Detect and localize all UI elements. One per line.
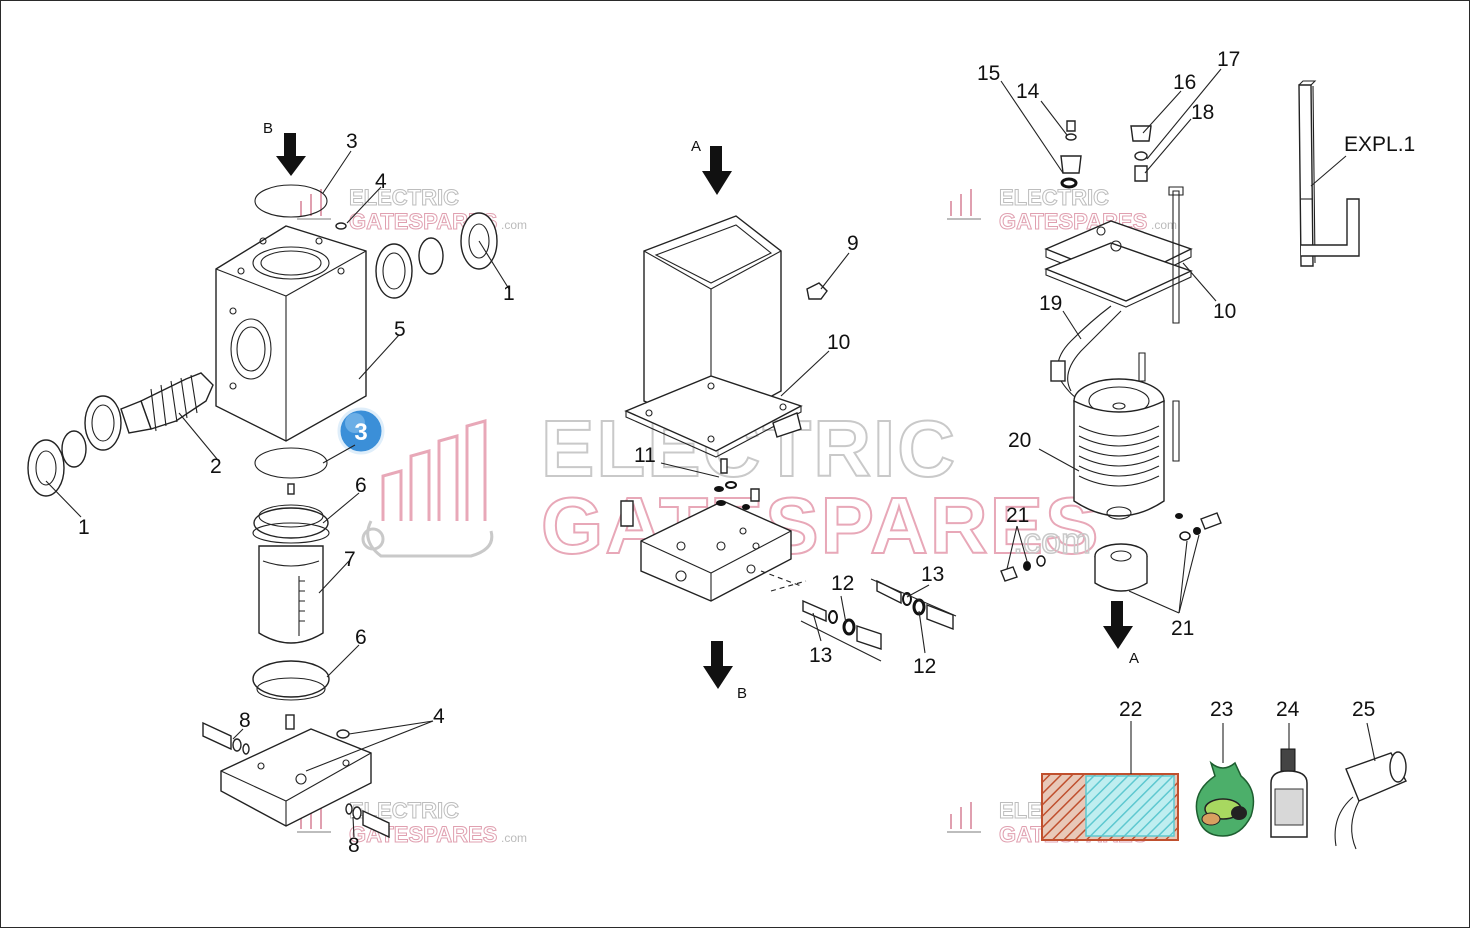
plug-left [202,721,250,755]
callout-17: 17 [1217,48,1240,71]
arrow-b-bottom: B [703,641,747,702]
callout-1: 1 [78,516,90,539]
callout-13: 13 [809,644,832,667]
callout-10: 10 [827,331,850,354]
electric-motor [1073,378,1165,520]
callout-4: 4 [433,705,445,728]
callout-7: 7 [344,548,356,571]
callout-21: 21 [1006,504,1029,527]
watermark-small-line1: ELECTRIC [999,185,1109,210]
watermark-small-top-right: ELECTRIC GATESPARES .com [947,185,1177,235]
filler-plug-right [1130,125,1152,182]
motor-cable [1050,305,1122,402]
callout-3: 3 [346,130,358,153]
callout-9: 9 [847,232,859,255]
small-washer [335,222,347,230]
svg-text:A: A [1129,650,1139,667]
spares-bag [1195,723,1255,837]
capacitor [1334,722,1407,850]
tank-housing [624,215,803,458]
callout-13: 13 [921,563,944,586]
callout-8: 8 [239,709,251,732]
callout-22: 22 [1119,698,1142,721]
manifold-block [640,500,807,602]
watermark-small-line1: ELECTRIC [349,185,459,210]
extraction-tool: EXPL.1 [1298,80,1415,267]
callout-12: 12 [831,572,854,595]
watermark-logo-icon [361,419,494,558]
callout-16: 16 [1173,71,1196,94]
watermark-small-suffix: .com [501,831,527,845]
gasket-clip [772,412,802,438]
leader-lines-left [45,150,510,838]
o-ring-top [254,184,328,218]
arrow-b-top: B [263,120,306,176]
bearing-left [84,395,122,451]
watermark-small-bottom-left: ELECTRIC GATESPARES .com [297,798,527,848]
circlip-left [61,430,87,468]
callout-15: 15 [977,62,1000,85]
callout-20: 20 [1008,429,1031,452]
leader-lines-middle [660,252,930,654]
filler-plug-left [1060,120,1082,189]
arrow-a-bottom: A [1103,601,1139,667]
callout-5: 5 [394,318,406,341]
arrow-a-top: A [691,138,732,195]
svg-text:B: B [737,685,747,702]
o-ring-lower [254,447,328,479]
callout-19: 19 [1039,292,1062,315]
callout-1: 1 [503,282,515,305]
gearbox-block [215,225,367,442]
callout-6: 6 [355,626,367,649]
pinion-shaft [120,372,214,434]
oil-reservoir [252,483,330,701]
callout-14: 14 [1016,80,1040,103]
callout-4: 4 [375,170,387,193]
watermark-small-suffix: .com [1151,218,1177,232]
leader-lines-right [1000,68,1222,614]
seal-kit-box [1041,721,1179,841]
callout-12: 12 [913,655,936,678]
motor-bolts [1138,186,1184,462]
callout-23: 23 [1210,698,1233,721]
circlip-right [418,237,444,275]
coupling [1000,512,1222,592]
plug-right [345,803,390,839]
oil-bottle [1270,723,1308,838]
svg-text:B: B [263,120,273,137]
callout-numbers: 3 4 1 5 2 1 6 7 6 8 4 8 9 10 11 12 13 13… [78,48,1375,857]
callout-25: 25 [1352,698,1375,721]
callout-8: 8 [348,834,360,857]
callout-2: 2 [210,455,222,478]
callout-11: 11 [634,444,656,467]
cartridge-valves [800,578,957,662]
svg-text:A: A [691,138,701,155]
callout-6: 6 [355,474,367,497]
valve-base-plate [202,714,390,839]
motor-top-plate [1044,220,1193,308]
bearing-right [375,243,413,299]
callout-21: 21 [1171,617,1194,640]
svg-text:3: 3 [354,419,367,446]
seal-left [27,439,65,497]
fasteners-middle [620,458,760,527]
callout-24: 24 [1276,698,1300,721]
expl-label: EXPL.1 [1344,133,1415,156]
callout-18: 18 [1191,101,1214,124]
watermark-small-suffix: .com [501,218,527,232]
callout-badge[interactable]: 3 [337,407,385,455]
callout-10: 10 [1213,300,1236,323]
